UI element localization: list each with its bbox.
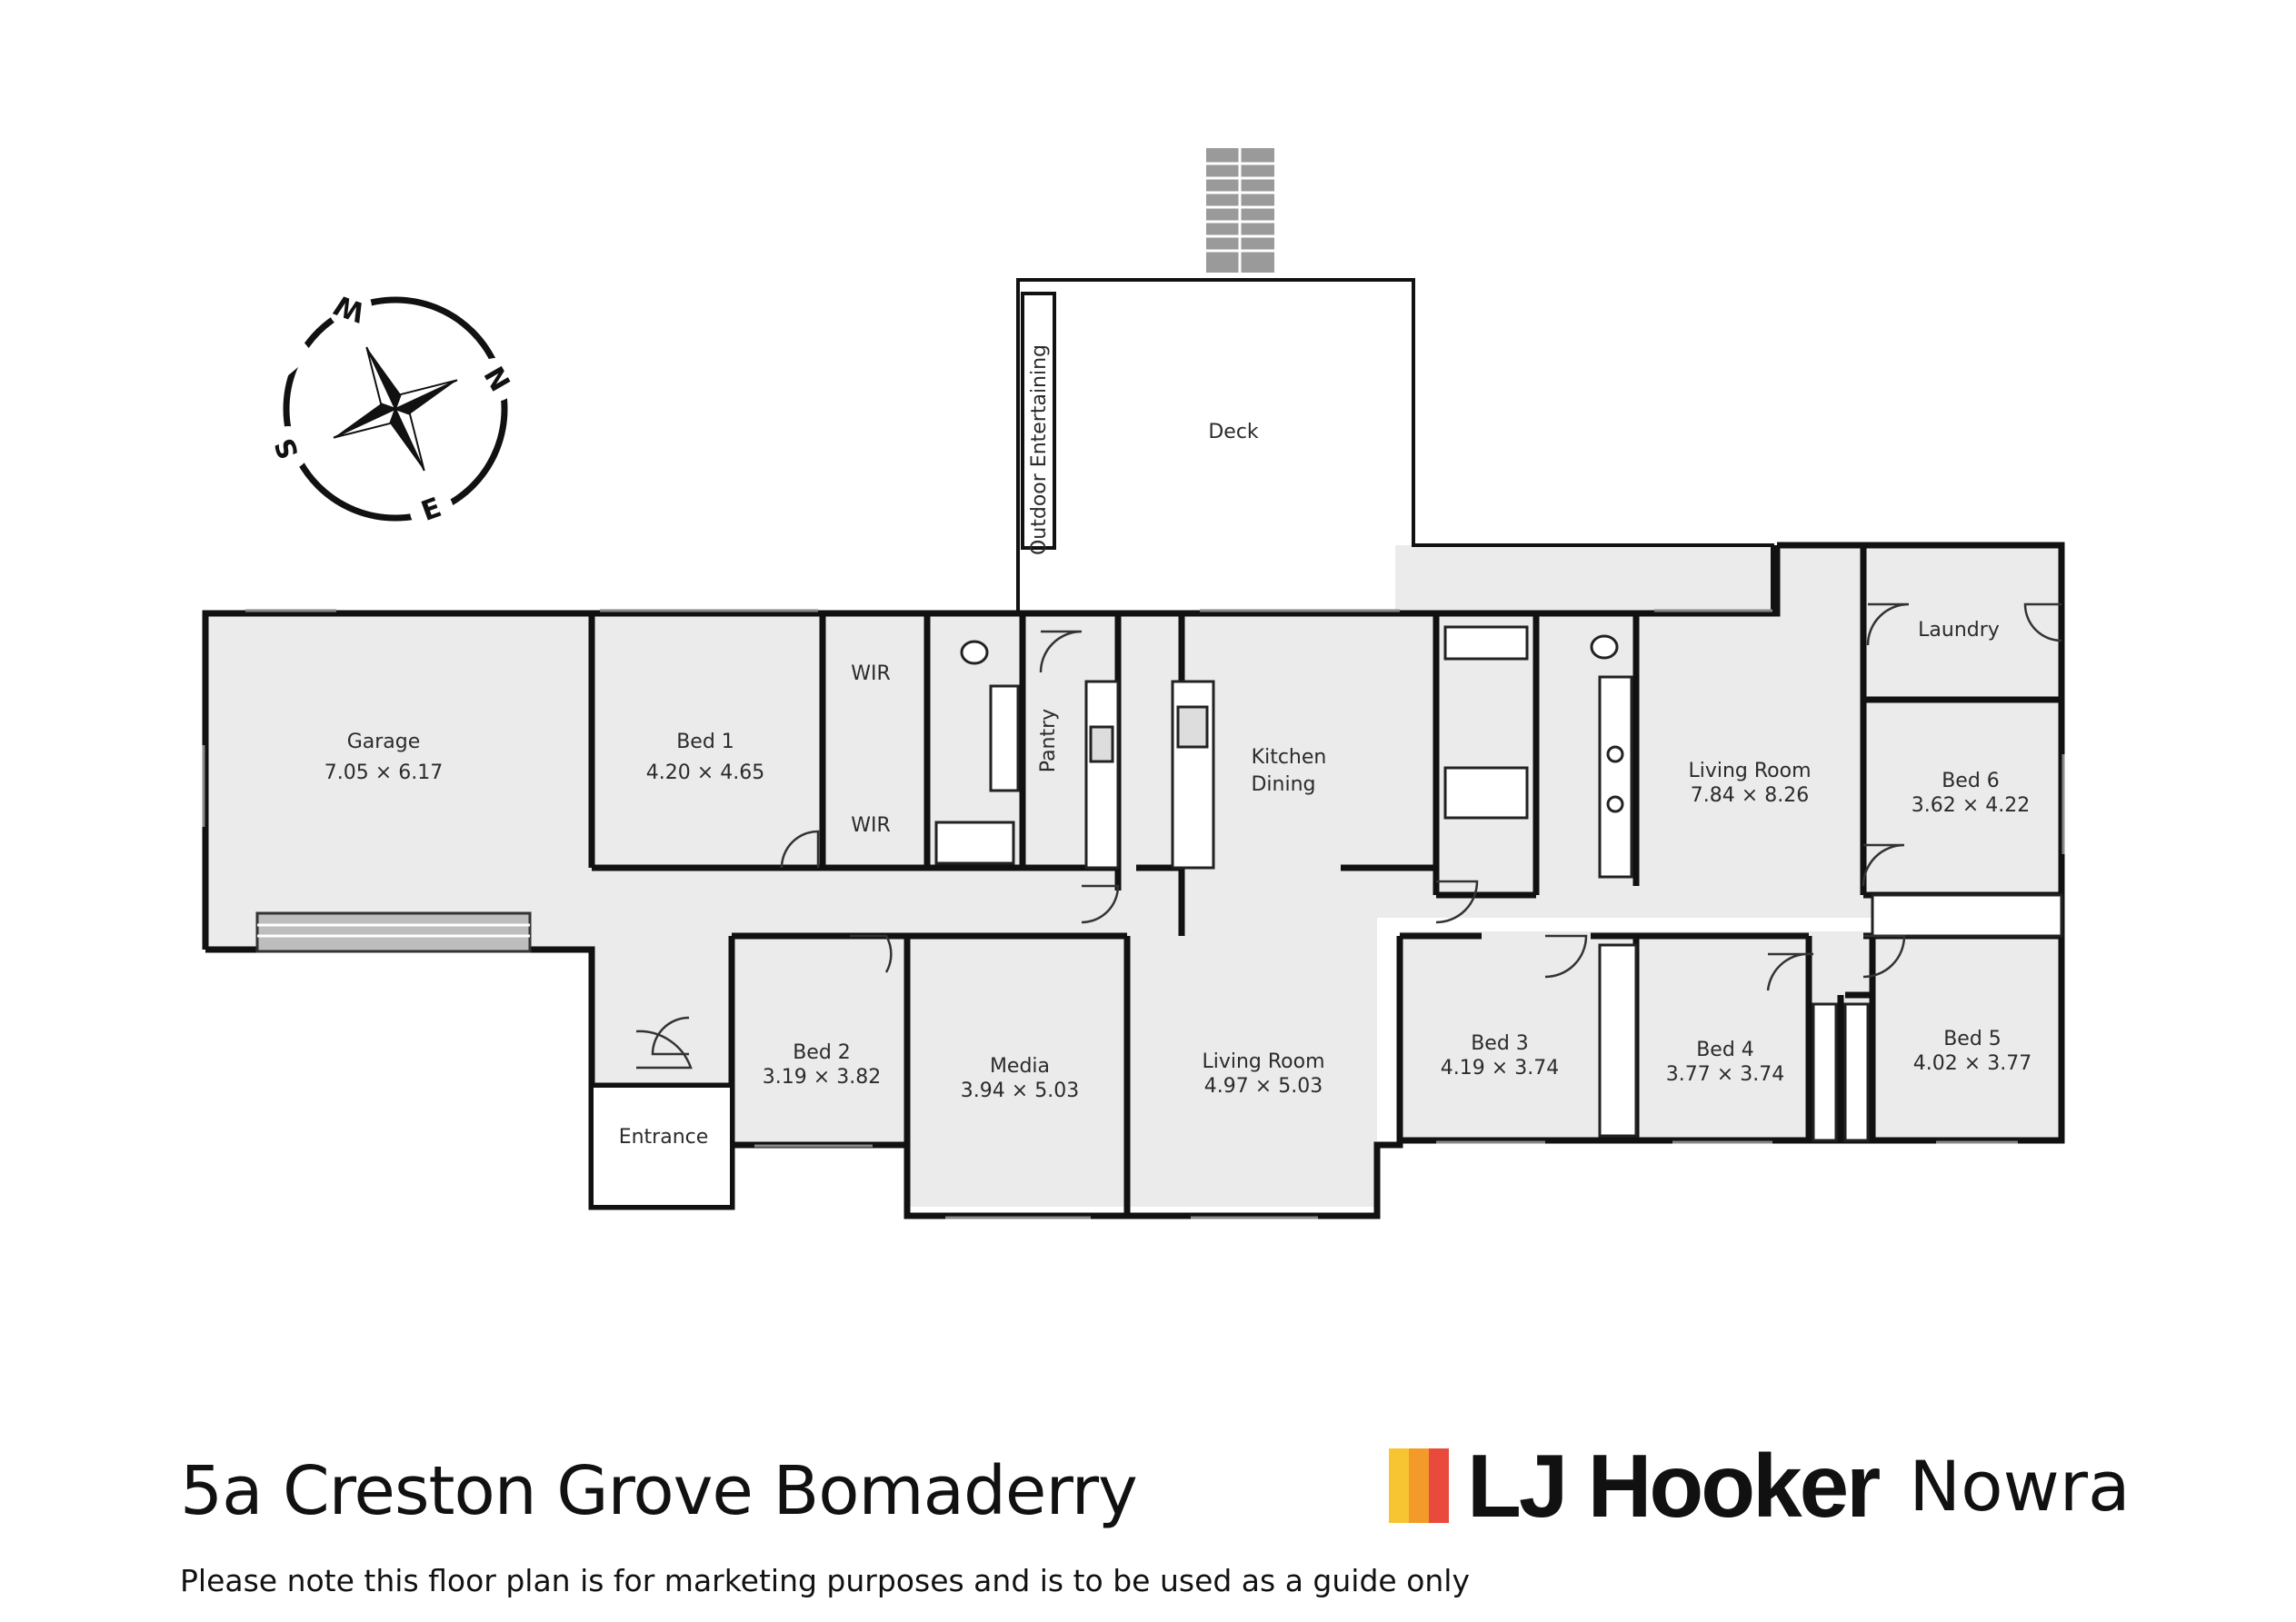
label-bed1: Bed 1	[676, 731, 734, 753]
windows	[202, 609, 2065, 1219]
dims-bed1: 4.20 × 4.65	[646, 761, 764, 784]
entrance-box	[590, 1084, 734, 1209]
dims-media: 3.94 × 5.03	[961, 1080, 1079, 1102]
label-wir-2: WIR	[851, 814, 891, 837]
brand-bar-yellow	[1389, 1448, 1409, 1523]
dims-bed6: 3.62 × 4.22	[1912, 794, 2030, 817]
dims-garage: 7.05 × 6.17	[324, 761, 443, 784]
label-media: Media	[990, 1055, 1050, 1078]
label-living-room-2: Living Room	[1202, 1050, 1324, 1073]
label-dining: Dining	[1251, 773, 1315, 796]
dims-bed4: 3.77 × 3.74	[1666, 1063, 1784, 1086]
dims-living-room-2: 4.97 × 5.03	[1204, 1075, 1323, 1098]
walls	[202, 542, 2065, 1219]
compass-star-icon	[333, 346, 458, 472]
compass: N E S W	[266, 285, 517, 532]
dims-living-room-1: 7.84 × 8.26	[1691, 784, 1809, 807]
property-address: 5a Creston Grove Bomaderry	[180, 1452, 1138, 1530]
label-kitchen: Kitchen	[1252, 746, 1327, 769]
dims-bed5: 4.02 × 3.77	[1913, 1052, 2031, 1075]
room-labels: Deck Outdoor Entertaining Garage 7.05 × …	[324, 344, 2031, 1149]
kitchen-fixtures	[934, 625, 2063, 1142]
label-entrance: Entrance	[619, 1126, 709, 1149]
label-pantry: Pantry	[1037, 709, 1060, 772]
label-deck: Deck	[1208, 421, 1259, 443]
door-swings	[635, 602, 2062, 1070]
label-wir-1: WIR	[851, 662, 891, 685]
brand-name: LJ Hooker	[1467, 1435, 1881, 1536]
label-bed2: Bed 2	[793, 1041, 851, 1064]
brand-mark-icon	[1389, 1448, 1449, 1523]
disclaimer-text: Please note this floor plan is for marke…	[180, 1563, 1470, 1598]
label-garage: Garage	[347, 731, 421, 753]
label-living-room-1: Living Room	[1688, 760, 1811, 782]
dims-bed3: 4.19 × 3.74	[1441, 1057, 1559, 1080]
label-bed4: Bed 4	[1696, 1039, 1754, 1061]
label-bed5: Bed 5	[1943, 1028, 2002, 1050]
compass-gap-w	[268, 337, 314, 381]
brand-bar-orange	[1409, 1448, 1429, 1523]
floor-fill	[205, 545, 2063, 1207]
dims-bed2: 3.19 × 3.82	[763, 1066, 881, 1089]
garage-door	[255, 911, 532, 953]
label-laundry: Laundry	[1918, 619, 2000, 642]
brand-bar-red	[1429, 1448, 1449, 1523]
label-bed3: Bed 3	[1471, 1032, 1529, 1055]
label-outdoor-entertaining: Outdoor Entertaining	[1028, 344, 1051, 555]
roof-vent-icon	[1206, 148, 1274, 273]
brand-logo: LJ Hooker Nowra	[1389, 1436, 2131, 1536]
label-bed6: Bed 6	[1942, 770, 2000, 792]
brand-office: Nowra	[1909, 1445, 2131, 1527]
deck	[1016, 278, 1774, 613]
